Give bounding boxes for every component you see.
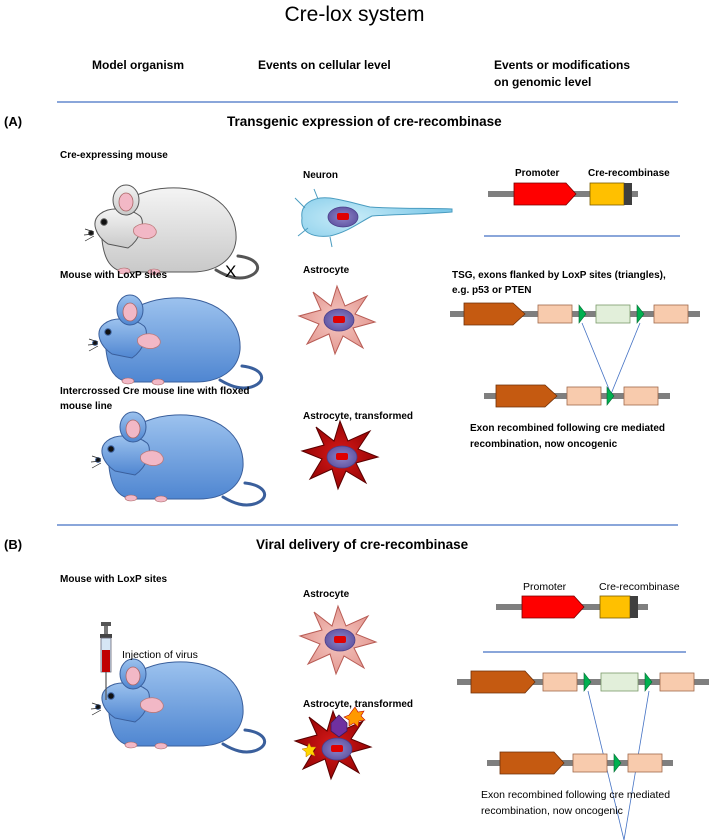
cre-transgene-construct-b (496, 595, 648, 619)
tsg-label-line2: e.g. p53 or PTEN (452, 285, 532, 296)
section-b-title: Viral delivery of cre-recombinase (256, 537, 469, 552)
loxp-mouse-label: Mouse with LoxP sites (60, 270, 168, 281)
loxp-mouse-b-label: Mouse with LoxP sites (60, 574, 168, 585)
result-a-line1: Exon recombined following cre mediated (470, 423, 666, 434)
injected-mouse-icon (89, 657, 267, 754)
result-b-line2: recombination, now oncogenic (481, 805, 623, 817)
result-a-line2: recombination, now oncogenic (470, 439, 618, 450)
result-b-line1: Exon recombined following cre mediated (481, 789, 671, 801)
section-b-tag: (B) (4, 537, 23, 552)
section-a-tag: (A) (4, 114, 23, 129)
intercross-label-line2: mouse line (60, 401, 113, 412)
header-genomic-events-line2: on genomic level (494, 75, 592, 89)
transformed-astrocyte-icon (301, 420, 379, 490)
transformed-astrocyte-label: Astrocyte, transformed (303, 411, 414, 422)
promoter-label: Promoter (515, 168, 560, 179)
transformed-astrocyte-b-label: Astrocyte, transformed (303, 699, 414, 710)
neuron-cell-icon (294, 188, 453, 248)
astrocyte-cell-icon-b (299, 605, 377, 675)
cre-mouse-label: Cre-expressing mouse (60, 150, 168, 161)
neuron-label: Neuron (303, 170, 338, 181)
section-a-title: Transgenic expression of cre-recombinase (227, 114, 502, 129)
header-cellular-events: Events on cellular level (258, 58, 391, 72)
cre-transgene-construct (488, 182, 638, 206)
astrocyte-cell-icon (298, 285, 376, 355)
recombined-construct-b (487, 751, 673, 775)
floxed-tsg-construct-b (457, 670, 709, 694)
tsg-label-line1: TSG, exons flanked by LoxP sites (triang… (452, 270, 666, 281)
page-title: Cre-lox system (284, 3, 425, 26)
floxed-tsg-construct-a (450, 302, 700, 326)
astrocyte-label: Astrocyte (303, 265, 350, 276)
intercross-label-line1: Intercrossed Cre mouse line with floxed (60, 386, 250, 397)
header-genomic-events-line1: Events or modifications (494, 58, 631, 72)
header-model-organism: Model organism (92, 58, 185, 72)
promoter-b-label: Promoter (523, 581, 567, 593)
recombined-construct-a (484, 384, 670, 408)
injection-label: Injection of virus (122, 649, 198, 661)
astrocyte-b-label: Astrocyte (303, 589, 350, 600)
loxp-mouse-icon (86, 293, 264, 390)
cre-label: Cre-recombinase (588, 168, 670, 179)
intercrossed-mouse-icon (89, 410, 267, 507)
transformed-astrocyte-virus-icon (294, 706, 372, 780)
syringe-icon (100, 622, 112, 700)
cross-symbol: X (225, 262, 237, 281)
cre-b-label: Cre-recombinase (599, 581, 680, 593)
